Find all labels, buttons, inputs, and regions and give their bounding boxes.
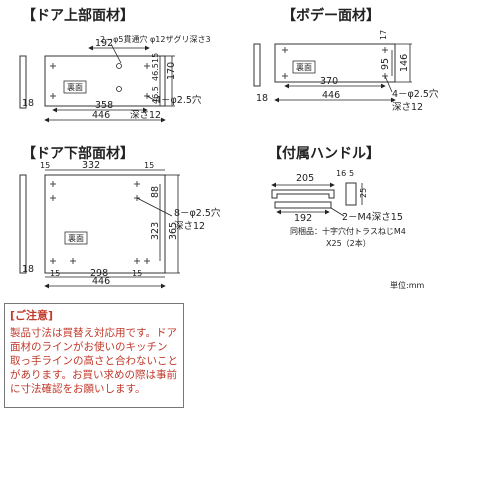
body-back-label-box [292, 60, 316, 74]
body-panel-side-view [253, 43, 261, 87]
door-top-panel-drawing: 【ドア上部面材】 18 裏面 2－φ5貫通穴 φ12ザグリ深さ3 192 170… [19, 7, 211, 123]
door-bottom-thickness: 18 [22, 264, 34, 275]
body-dim-17: 17 [379, 30, 388, 40]
handle-thread-leader [330, 207, 345, 217]
handle-end-view [345, 182, 357, 206]
caution-notes: [ご注意] 製品寸法は買替え対応用です。ドア 面材のラインがお使いのキッチン 取… [4, 303, 184, 408]
door-top-panel-side-view [19, 55, 27, 109]
body-dim-95: 95 [380, 58, 391, 70]
door-top-dim-46-5-b: 46.5 [151, 86, 160, 104]
door-top-handle-hole [116, 86, 122, 92]
door-top-dim-15: 15 [151, 53, 160, 63]
handle-dim-5: 5 [349, 169, 354, 178]
door-top-back-label-box [63, 80, 87, 94]
body-dim-370: 370 [320, 76, 338, 87]
door-top-hole-spec: 4－φ2.5穴 [155, 94, 202, 106]
door-top-handle-hole [116, 63, 122, 69]
body-panel-drawing: 【ボデー面材】 18 裏面 146 95 17 370 446 4－φ2.5穴 … [253, 7, 439, 113]
door-top-screw-leader [146, 95, 157, 102]
caution-body: 製品寸法は買替え対応用です。ドア 面材のラインがお使いのキッチン 取っ手ラインの… [10, 327, 178, 395]
door-bottom-hole-spec: 8－φ2.5穴 [174, 207, 221, 219]
door-bottom-dim-298: 298 [90, 268, 108, 279]
door-bottom-panel-title: 【ドア下部面材】 [22, 145, 134, 162]
door-bottom-dim-15-d: 15 [132, 269, 142, 278]
door-top-dim-446: 446 [92, 110, 110, 121]
body-hole-spec: 4－φ2.5穴 [392, 88, 439, 100]
handle-dim-192: 192 [294, 213, 312, 224]
handle-top-view [271, 189, 335, 199]
body-back-label: 裏面 [296, 62, 312, 72]
caution-title: [ご注意] [10, 309, 54, 322]
door-top-thickness: 18 [22, 98, 34, 109]
door-bottom-back-label-box [64, 231, 88, 245]
technical-drawing: 【ドア上部面材】 18 裏面 2－φ5貫通穴 φ12ザグリ深さ3 192 170… [19, 7, 439, 290]
unit-label: 単位:mm [390, 280, 424, 290]
handle-drawing: 【付属ハンドル】 205 192 16 5 25 2－M4深さ15 同梱品：十字… [268, 145, 406, 248]
handle-accessory-line1: 同梱品：十字穴付トラスねじM4 [290, 226, 406, 236]
body-screw-leader [384, 75, 393, 93]
door-top-dim-192: 192 [95, 38, 113, 49]
door-bottom-dim-323: 323 [150, 222, 161, 240]
handle-dim-205: 205 [296, 173, 314, 184]
door-bottom-panel-front [44, 174, 166, 274]
door-bottom-depth-spec: 深さ12 [174, 221, 205, 232]
body-panel-thickness: 18 [256, 93, 268, 104]
door-top-depth-spec: 深さ12 [130, 110, 161, 121]
handle-accessory-line2: X25（2本） [326, 238, 371, 248]
body-depth-spec: 深さ12 [392, 102, 423, 113]
door-bottom-panel-drawing: 【ドア下部面材】 18 裏面 15 332 15 365 323 88 15 2… [19, 145, 221, 289]
handle-thread-spec: 2－M4深さ15 [342, 212, 403, 223]
door-bottom-dim-332: 332 [82, 160, 100, 171]
door-bottom-back-label: 裏面 [68, 233, 84, 243]
door-top-back-label: 裏面 [67, 82, 83, 92]
handle-dim-25: 25 [359, 188, 368, 198]
door-bottom-dim-15-b: 15 [144, 161, 154, 170]
door-bottom-dim-365: 365 [168, 222, 179, 240]
handle-title: 【付属ハンドル】 [268, 145, 380, 162]
door-bottom-dim-88: 88 [150, 186, 161, 198]
door-top-hole-note: 2－φ5貫通穴 φ12ザグリ深さ3 [100, 34, 211, 44]
door-top-dim-358: 358 [95, 100, 113, 111]
door-bottom-panel-side-view [19, 174, 27, 274]
door-top-dim-46-5-a: 46.5 [151, 63, 160, 81]
body-dim-446: 446 [322, 90, 340, 101]
door-bottom-screw-leader [136, 197, 173, 217]
handle-dim-16: 16 [336, 169, 346, 178]
door-bottom-dim-15-c: 15 [50, 269, 60, 278]
body-panel-title: 【ボデー面材】 [282, 7, 380, 24]
door-bottom-dim-446: 446 [92, 276, 110, 287]
door-bottom-dim-15-a: 15 [40, 161, 50, 170]
door-top-panel-title: 【ドア上部面材】 [22, 7, 134, 24]
door-top-dim-170: 170 [166, 62, 177, 80]
handle-side-view [274, 201, 332, 209]
body-dim-146: 146 [399, 54, 410, 72]
